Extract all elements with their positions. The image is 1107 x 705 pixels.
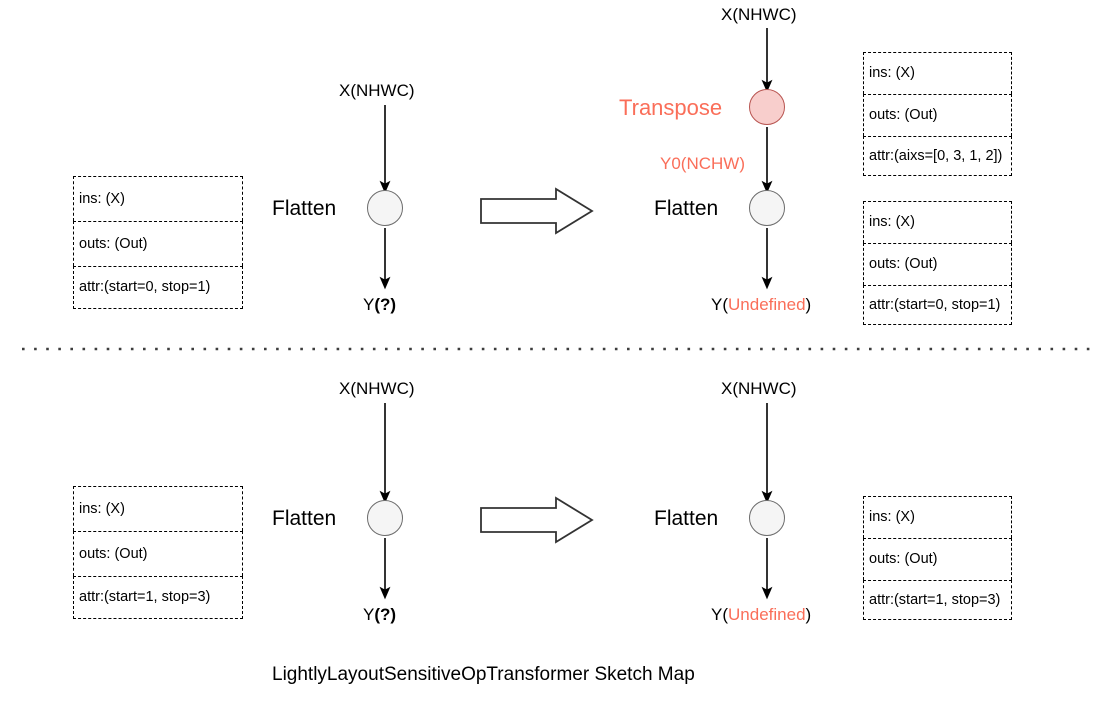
label-bottom-after-output: Y(Undefined) [711, 606, 811, 623]
label-bottom-before-op: Flatten [272, 507, 337, 530]
spec-row-ins: ins: (X) [73, 176, 243, 221]
label-top-before-op: Flatten [272, 197, 337, 220]
spec-box-bottom-right-flatten: ins: (X) outs: (Out) attr:(start=1, stop… [863, 496, 1012, 620]
spec-box-bottom-left: ins: (X) outs: (Out) attr:(start=1, stop… [73, 486, 243, 619]
diagram-caption: LightlyLayoutSensitiveOpTransformer Sket… [272, 664, 695, 685]
label-bottom-after-op: Flatten [654, 507, 719, 530]
spec-row-ins: ins: (X) [863, 52, 1012, 94]
label-top-after-input: X(NHWC) [721, 5, 797, 24]
output-paren: (?) [374, 605, 397, 624]
spec-row-outs: outs: (Out) [73, 221, 243, 266]
output-paren-close: ) [805, 295, 812, 314]
spec-row-ins: ins: (X) [863, 496, 1012, 538]
label-bottom-before-output: Y(?) [363, 606, 396, 623]
spec-box-top-left: ins: (X) outs: (Out) attr:(start=0, stop… [73, 176, 243, 309]
label-bottom-before-input: X(NHWC) [339, 379, 415, 398]
node-top-after-transpose[interactable] [749, 89, 785, 125]
label-top-after-op: Flatten [654, 197, 719, 220]
label-top-after-output: Y(Undefined) [711, 296, 811, 313]
spec-row-attr: attr:(start=0, stop=1) [73, 266, 243, 309]
label-top-after-transpose: Transpose [619, 95, 723, 120]
spec-row-attr: attr:(aixs=[0, 3, 1, 2]) [863, 136, 1012, 176]
output-main: Y [711, 605, 723, 624]
node-bottom-after-flatten[interactable] [749, 500, 785, 536]
transform-arrow-bottom [480, 496, 594, 544]
output-paren-open: ( [722, 605, 729, 624]
label-top-before-input: X(NHWC) [339, 81, 415, 100]
node-top-after-flatten[interactable] [749, 190, 785, 226]
spec-row-ins: ins: (X) [73, 486, 243, 531]
spec-box-top-right-transpose: ins: (X) outs: (Out) attr:(aixs=[0, 3, 1… [863, 52, 1012, 176]
spec-row-outs: outs: (Out) [863, 538, 1012, 580]
transform-arrow-top [480, 187, 594, 235]
output-paren: (?) [374, 295, 397, 314]
label-top-before-output: Y(?) [363, 296, 396, 313]
output-main: Y [363, 605, 375, 624]
spec-row-attr: attr:(start=1, stop=3) [863, 580, 1012, 620]
output-paren-open: ( [722, 295, 729, 314]
spec-row-outs: outs: (Out) [863, 243, 1012, 285]
node-top-before-flatten[interactable] [367, 190, 403, 226]
spec-row-ins: ins: (X) [863, 201, 1012, 243]
node-bottom-before-flatten[interactable] [367, 500, 403, 536]
output-paren-close: ) [805, 605, 812, 624]
output-main: Y [363, 295, 375, 314]
output-paren-accent: Undefined [728, 295, 806, 314]
output-paren-accent: Undefined [728, 605, 806, 624]
output-main: Y [711, 295, 723, 314]
label-bottom-after-input: X(NHWC) [721, 379, 797, 398]
spec-row-outs: outs: (Out) [863, 94, 1012, 136]
spec-row-attr: attr:(start=0, stop=1) [863, 285, 1012, 325]
spec-box-top-right-flatten: ins: (X) outs: (Out) attr:(start=0, stop… [863, 201, 1012, 325]
spec-row-attr: attr:(start=1, stop=3) [73, 576, 243, 619]
spec-row-outs: outs: (Out) [73, 531, 243, 576]
label-top-after-intermediate: Y0(NCHW) [660, 154, 745, 173]
